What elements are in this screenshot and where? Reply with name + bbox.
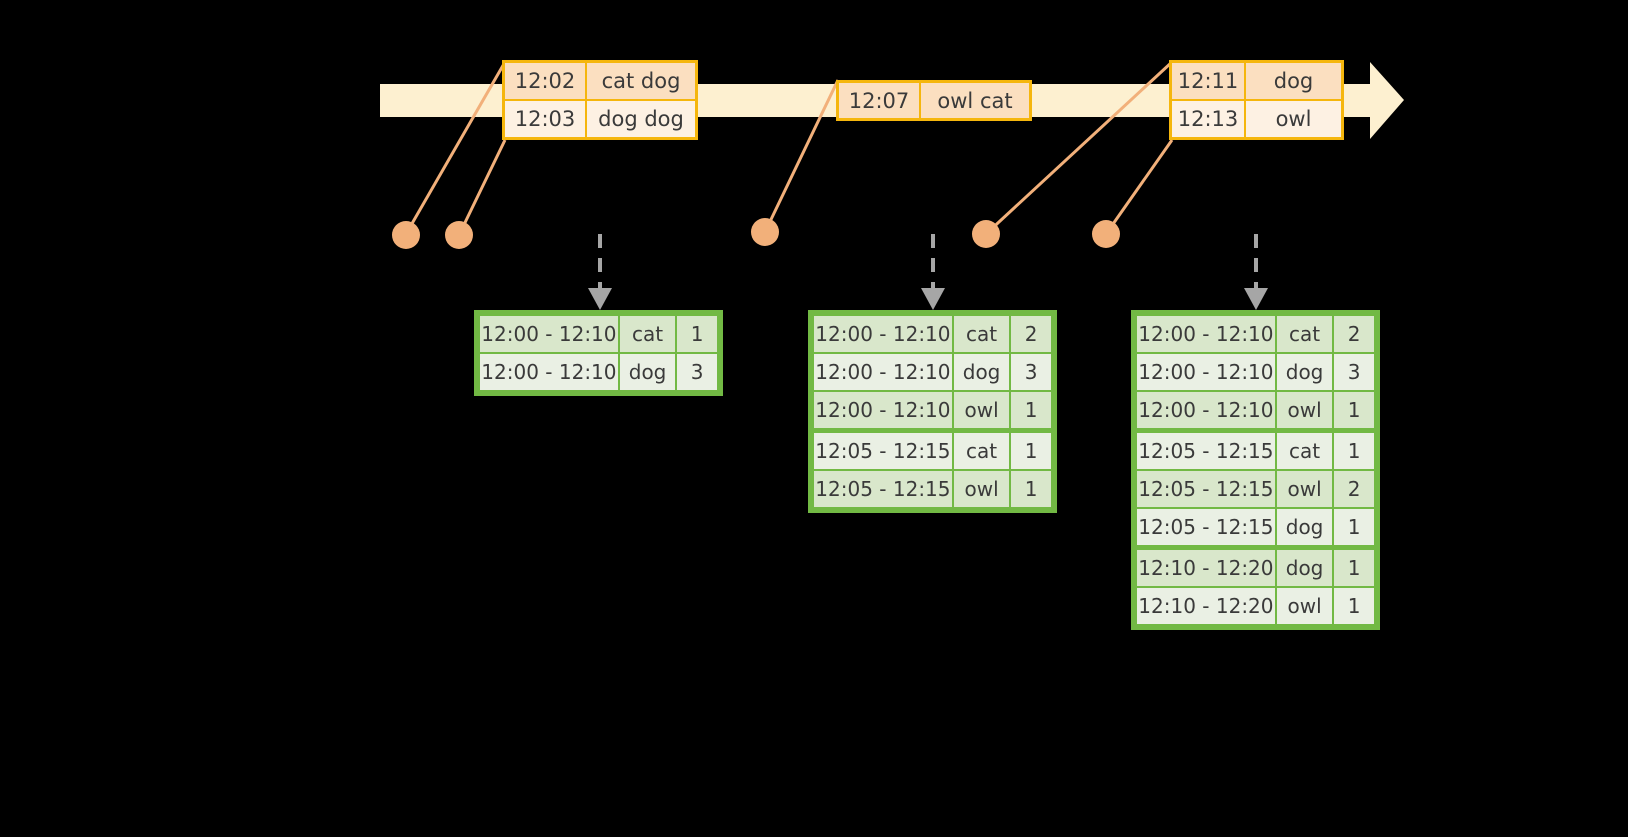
count-cell: 2 — [1334, 471, 1374, 507]
window-cell: 12:00 - 12:10 — [1137, 392, 1275, 428]
window-group: 12:00 - 12:10 cat 1 12:00 - 12:10 dog 3 — [480, 316, 717, 390]
word-cell: owl — [1276, 471, 1333, 507]
count-cell: 1 — [1011, 433, 1051, 469]
word-cell: dog — [953, 354, 1010, 390]
table-row[interactable]: 12:00 - 12:10 dog 3 — [1137, 354, 1374, 390]
window-cell: 12:00 - 12:10 — [814, 354, 952, 390]
word-cell: dog — [1276, 354, 1333, 390]
window-group: 12:00 - 12:10 cat 2 12:00 - 12:10 dog 3 … — [1137, 316, 1374, 428]
event-time: 12:07 — [839, 83, 921, 118]
window-cell: 12:00 - 12:10 — [1137, 354, 1275, 390]
word-cell: cat — [953, 316, 1010, 352]
table-row[interactable]: 12:05 - 12:15 cat 1 — [1137, 433, 1374, 469]
window-group: 12:05 - 12:15 cat 1 12:05 - 12:15 owl 2 … — [1137, 433, 1374, 545]
word-cell: owl — [1276, 588, 1333, 624]
window-cell: 12:00 - 12:10 — [814, 392, 952, 428]
event-time: 12:13 — [1172, 101, 1246, 137]
event-row[interactable]: 12:11 dog — [1172, 63, 1341, 99]
table-row[interactable]: 12:05 - 12:15 cat 1 — [814, 433, 1051, 469]
count-cell: 2 — [1011, 316, 1051, 352]
result-table-1[interactable]: 12:00 - 12:10 cat 1 12:00 - 12:10 dog 3 — [474, 310, 723, 396]
window-group: 12:00 - 12:10 cat 2 12:00 - 12:10 dog 3 … — [814, 316, 1051, 428]
event-words: owl cat — [921, 83, 1029, 118]
count-cell: 1 — [677, 316, 717, 352]
count-cell: 1 — [1334, 509, 1374, 545]
word-cell: owl — [1276, 392, 1333, 428]
dot-4 — [972, 220, 1000, 248]
word-cell: cat — [1276, 316, 1333, 352]
table-row[interactable]: 12:00 - 12:10 cat 2 — [814, 316, 1051, 352]
table-row[interactable]: 12:00 - 12:10 owl 1 — [1137, 392, 1374, 428]
flow-arrow-2 — [921, 234, 945, 310]
word-cell: dog — [619, 354, 676, 390]
event-row[interactable]: 12:03 dog dog — [505, 99, 695, 137]
table-row[interactable]: 12:05 - 12:15 owl 1 — [814, 471, 1051, 507]
table-row[interactable]: 12:05 - 12:15 owl 2 — [1137, 471, 1374, 507]
window-cell: 12:05 - 12:15 — [814, 433, 952, 469]
word-cell: dog — [1276, 509, 1333, 545]
event-dots — [392, 218, 1120, 249]
window-cell: 12:00 - 12:10 — [814, 316, 952, 352]
event-box-3[interactable]: 12:11 dog 12:13 owl — [1169, 60, 1344, 140]
count-cell: 1 — [1334, 550, 1374, 586]
result-table-2[interactable]: 12:00 - 12:10 cat 2 12:00 - 12:10 dog 3 … — [808, 310, 1057, 513]
dot-1 — [392, 221, 420, 249]
table-row[interactable]: 12:00 - 12:10 cat 2 — [1137, 316, 1374, 352]
window-cell: 12:00 - 12:10 — [480, 316, 618, 352]
window-cell: 12:00 - 12:10 — [480, 354, 618, 390]
count-cell: 1 — [1334, 588, 1374, 624]
word-cell: owl — [953, 392, 1010, 428]
event-time: 12:02 — [505, 63, 587, 99]
dot-3 — [751, 218, 779, 246]
flow-arrows — [588, 234, 1268, 310]
window-cell: 12:10 - 12:20 — [1137, 588, 1275, 624]
event-words: owl — [1246, 101, 1341, 137]
count-cell: 3 — [677, 354, 717, 390]
event-words: dog dog — [587, 101, 695, 137]
window-cell: 12:05 - 12:15 — [1137, 433, 1275, 469]
word-cell: owl — [953, 471, 1010, 507]
window-group: 12:10 - 12:20 dog 1 12:10 - 12:20 owl 1 — [1137, 550, 1374, 624]
window-cell: 12:10 - 12:20 — [1137, 550, 1275, 586]
window-group: 12:05 - 12:15 cat 1 12:05 - 12:15 owl 1 — [814, 433, 1051, 507]
event-row[interactable]: 12:02 cat dog — [505, 63, 695, 99]
table-row[interactable]: 12:00 - 12:10 dog 3 — [480, 354, 717, 390]
window-cell: 12:05 - 12:15 — [1137, 509, 1275, 545]
word-cell: cat — [1276, 433, 1333, 469]
dot-2 — [445, 221, 473, 249]
table-row[interactable]: 12:00 - 12:10 owl 1 — [814, 392, 1051, 428]
table-row[interactable]: 12:00 - 12:10 dog 3 — [814, 354, 1051, 390]
event-words: cat dog — [587, 63, 695, 99]
table-row[interactable]: 12:10 - 12:20 owl 1 — [1137, 588, 1374, 624]
count-cell: 1 — [1011, 471, 1051, 507]
event-box-2[interactable]: 12:07 owl cat — [836, 80, 1032, 121]
count-cell: 2 — [1334, 316, 1374, 352]
table-row[interactable]: 12:00 - 12:10 cat 1 — [480, 316, 717, 352]
word-cell: cat — [619, 316, 676, 352]
word-cell: dog — [1276, 550, 1333, 586]
count-cell: 1 — [1334, 392, 1374, 428]
table-row[interactable]: 12:05 - 12:15 dog 1 — [1137, 509, 1374, 545]
window-cell: 12:05 - 12:15 — [814, 471, 952, 507]
event-time: 12:03 — [505, 101, 587, 137]
count-cell: 3 — [1011, 354, 1051, 390]
dot-5 — [1092, 220, 1120, 248]
flow-arrow-3 — [1244, 234, 1268, 310]
window-cell: 12:00 - 12:10 — [1137, 316, 1275, 352]
event-row[interactable]: 12:13 owl — [1172, 99, 1341, 137]
event-words: dog — [1246, 63, 1341, 99]
flow-arrow-1 — [588, 234, 612, 310]
event-time: 12:11 — [1172, 63, 1246, 99]
count-cell: 1 — [1334, 433, 1374, 469]
count-cell: 1 — [1011, 392, 1051, 428]
result-table-3[interactable]: 12:00 - 12:10 cat 2 12:00 - 12:10 dog 3 … — [1131, 310, 1380, 630]
event-row[interactable]: 12:07 owl cat — [839, 83, 1029, 118]
word-cell: cat — [953, 433, 1010, 469]
table-row[interactable]: 12:10 - 12:20 dog 1 — [1137, 550, 1374, 586]
window-cell: 12:05 - 12:15 — [1137, 471, 1275, 507]
event-box-1[interactable]: 12:02 cat dog 12:03 dog dog — [502, 60, 698, 140]
count-cell: 3 — [1334, 354, 1374, 390]
